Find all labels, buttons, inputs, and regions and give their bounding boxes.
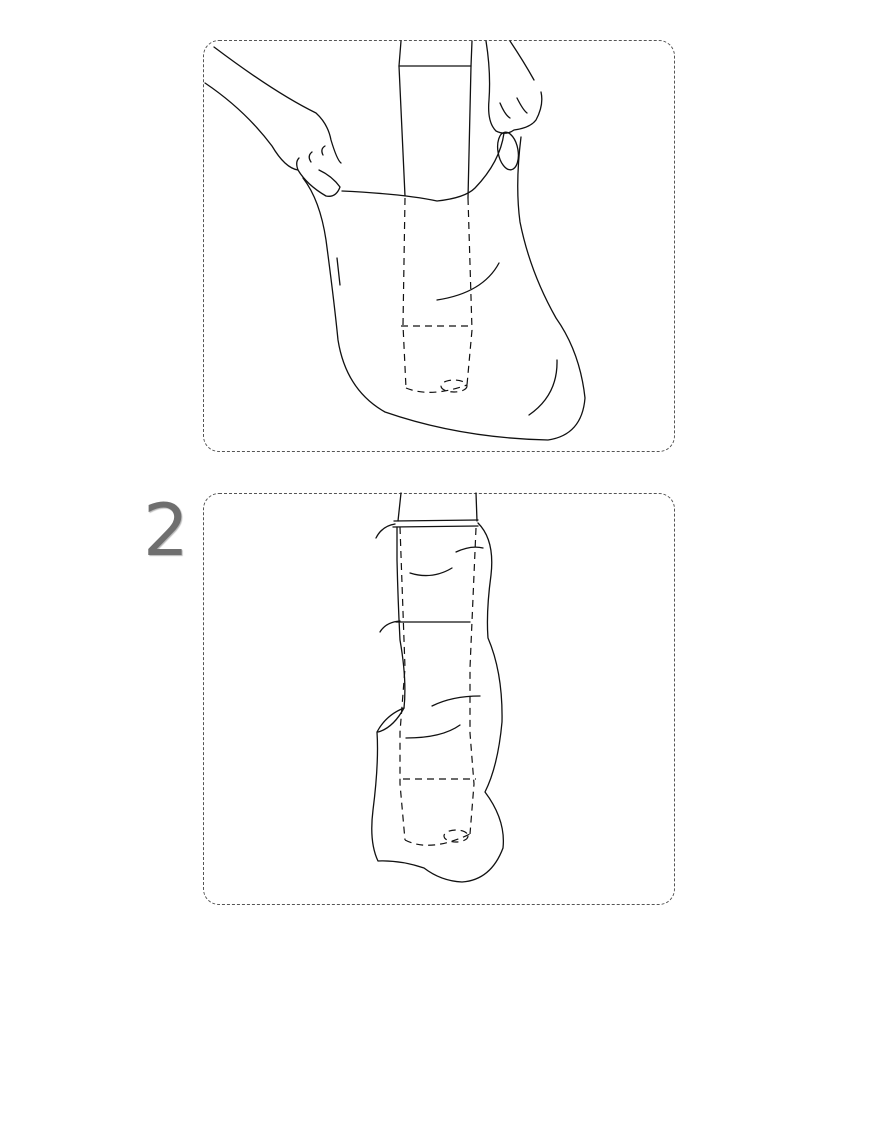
cast-protector-bag-icon <box>303 133 585 440</box>
step-1-illustration <box>205 41 585 440</box>
cast-protector-bag-icon <box>372 520 504 882</box>
hand-icon <box>486 41 542 171</box>
foot-icon <box>406 380 467 392</box>
leg-icon <box>398 493 477 840</box>
foot-icon <box>405 830 470 845</box>
step-2-illustration <box>372 493 504 882</box>
leg-icon <box>399 41 472 388</box>
hand-icon <box>205 47 341 196</box>
